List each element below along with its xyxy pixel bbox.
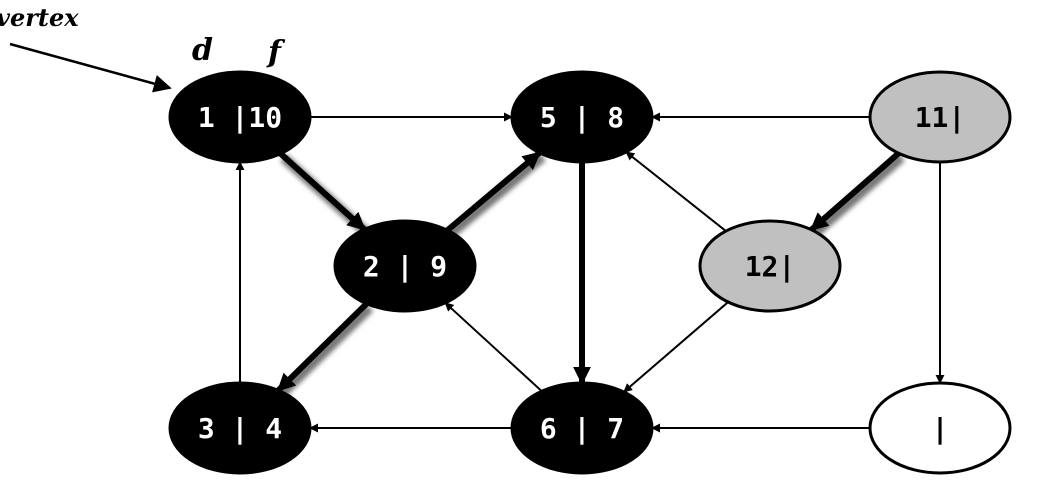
vertex-label: 6 | 7	[540, 412, 624, 445]
vertex-n1: 1 |10	[168, 70, 312, 164]
vertex-label: 3 | 4	[198, 412, 282, 445]
vertex-n11: 11|	[868, 70, 1012, 164]
edges-layer	[235, 112, 945, 433]
edge-line	[625, 151, 727, 232]
d-annotation: d	[192, 33, 213, 68]
vertex-n13: |	[868, 381, 1012, 475]
vertex-ellipse-gray	[698, 219, 842, 313]
edge-n6-to-n2	[444, 302, 543, 392]
vertex-ellipse-black	[510, 381, 654, 475]
tree-edge-n5-to-n6	[573, 162, 591, 387]
vertex-ellipse-white	[868, 381, 1012, 475]
edge-line	[623, 301, 729, 393]
edge-n12-to-n5	[625, 151, 727, 232]
edge-line	[444, 302, 543, 392]
edge-line	[276, 301, 369, 393]
vertex-n2: 2 | 9	[333, 219, 477, 313]
tree-edge-n2-to-n5	[445, 150, 546, 239]
vertex-label: 1 |10	[198, 101, 282, 134]
vertex-label: 12|	[745, 250, 796, 283]
edge-n12-to-n6	[623, 301, 729, 393]
edge-line	[445, 150, 542, 233]
nodes-layer: 1 |10 5 | 8 11| 2 | 9 12| 3 | 4 6 | 7 |	[168, 70, 1012, 475]
vertex-n12: 12|	[698, 219, 842, 313]
vertex-ellipse-black	[510, 70, 654, 164]
vertex-ellipse-black	[168, 70, 312, 164]
vertex-ellipse-black	[333, 219, 477, 313]
vertex-ellipse-black	[168, 381, 312, 475]
vertex-ellipse-gray	[868, 70, 1012, 164]
tree-edge-n11-to-n12	[809, 151, 905, 238]
edge-line	[278, 151, 367, 232]
tree-edge-n2-to-n3	[276, 301, 374, 398]
tree-edge-shadow	[811, 153, 905, 238]
vertex-n6: 6 | 7	[510, 381, 654, 475]
vertex-n5: 5 | 8	[510, 70, 654, 164]
vertex-label: 11|	[915, 101, 966, 134]
f-annotation: f	[266, 35, 286, 70]
vertex-n3: 3 | 4	[168, 381, 312, 475]
edge-line	[809, 151, 901, 232]
vertex-pointer-arrow	[9, 42, 172, 93]
tree-edge-shadow	[277, 304, 374, 398]
vertex-label: |	[932, 412, 949, 445]
vertex-label: 2 | 9	[363, 250, 447, 283]
tree-edge-n1-to-n2	[278, 151, 371, 238]
vertex-annotation: vertex	[0, 3, 79, 32]
tree-edge-shadow	[447, 152, 546, 239]
vertex-label: 5 | 8	[540, 101, 624, 134]
